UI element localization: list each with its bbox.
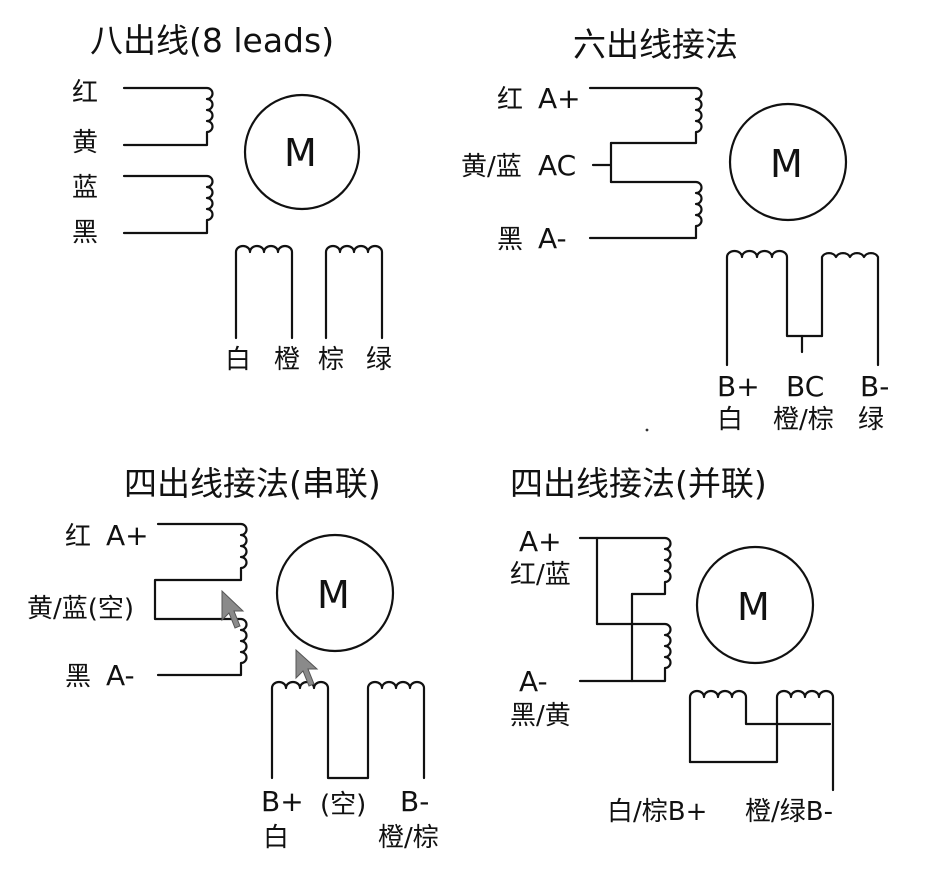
coil-b-1 bbox=[688, 689, 832, 764]
four-series-diagram bbox=[153, 522, 426, 780]
lead-label-orange-brown: 橙/棕 bbox=[773, 405, 834, 435]
coil-a2 bbox=[122, 174, 214, 235]
lead-label-green: 绿 bbox=[858, 405, 885, 435]
label-empty: (空) bbox=[320, 790, 367, 820]
signal-b-plus: B+ bbox=[717, 370, 760, 403]
speck-dot bbox=[645, 428, 649, 432]
four-parallel-diagram bbox=[578, 536, 835, 792]
motor-label: M bbox=[737, 585, 770, 629]
signal-a-plus: A+ bbox=[519, 525, 562, 558]
coil-a-top bbox=[153, 522, 248, 677]
cursor-arrow-icon bbox=[295, 648, 319, 687]
lead-label-brown: 棕 bbox=[318, 345, 345, 375]
lead-label-yellow-blue: 黄/蓝 bbox=[461, 152, 522, 182]
lead-label-orange: 橙 bbox=[274, 345, 301, 375]
coil-a-2 bbox=[578, 622, 672, 683]
ac-tap bbox=[591, 141, 613, 184]
signal-b-minus: B- bbox=[860, 370, 890, 403]
signal-a-minus: A- bbox=[519, 665, 548, 698]
lead-label-white: 白 bbox=[717, 405, 744, 435]
coil-a1 bbox=[122, 86, 214, 147]
motor-circle bbox=[275, 533, 395, 653]
lead-label-black: 黑 bbox=[65, 662, 92, 692]
signal-ac: AC bbox=[538, 149, 577, 182]
signal-a-minus: A- bbox=[106, 659, 135, 692]
signal-b-plus: B+ bbox=[261, 785, 304, 818]
six-lead-diagram bbox=[588, 86, 880, 367]
coil-b-right bbox=[820, 252, 880, 367]
lead-label-red-blue: 红/蓝 bbox=[510, 560, 571, 590]
lead-label-black-yellow: 黑/黄 bbox=[510, 701, 571, 731]
label-orange-green-b-minus: 橙/绿B- bbox=[745, 797, 833, 827]
cursor-arrow-icon bbox=[221, 589, 245, 629]
lead-label-black: 黑 bbox=[497, 225, 524, 255]
eight-lead-diagram bbox=[122, 86, 384, 340]
motor-circle bbox=[243, 93, 361, 211]
coil-a-bottom bbox=[588, 180, 703, 240]
lead-label-orange-brown: 橙/棕 bbox=[378, 823, 439, 853]
coil-b-series bbox=[270, 680, 426, 780]
signal-a-minus: A- bbox=[538, 222, 567, 255]
lead-label-yellow: 黄 bbox=[72, 128, 99, 158]
label-white-brown-b-plus: 白/棕B+ bbox=[607, 797, 708, 827]
four-series-title: 四出线接法(串联) bbox=[124, 464, 381, 503]
motor-circle bbox=[728, 102, 848, 222]
signal-b-minus: B- bbox=[400, 785, 430, 818]
b-parallel-link bbox=[688, 722, 779, 764]
lead-label-red: 红 bbox=[65, 522, 92, 552]
signal-bc: BC bbox=[786, 370, 825, 403]
coil-b-left bbox=[725, 249, 824, 367]
lead-label-green: 绿 bbox=[366, 345, 393, 375]
coil-a-top bbox=[588, 86, 703, 145]
coil-b2 bbox=[324, 244, 384, 340]
six-lead-title: 六出线接法 bbox=[573, 25, 738, 64]
lead-label-white: 白 bbox=[263, 823, 290, 853]
four-parallel-title: 四出线接法(并联) bbox=[510, 464, 767, 503]
lead-label-red: 红 bbox=[72, 78, 99, 108]
coil-b-2 bbox=[775, 689, 835, 792]
lead-label-blue: 蓝 bbox=[72, 173, 99, 203]
lead-label-white: 白 bbox=[225, 345, 252, 375]
motor-circle bbox=[695, 545, 815, 665]
lead-label-red: 红 bbox=[497, 85, 524, 115]
signal-a-plus: A+ bbox=[538, 82, 581, 115]
motor-label: M bbox=[317, 573, 350, 617]
signal-a-plus: A+ bbox=[106, 519, 149, 552]
motor-label: M bbox=[770, 142, 803, 186]
eight-lead-title: 八出线(8 leads) bbox=[90, 21, 335, 60]
coil-a-1 bbox=[578, 536, 672, 596]
a-parallel-links bbox=[595, 536, 634, 683]
coil-b1 bbox=[234, 244, 294, 340]
motor-label: M bbox=[284, 131, 317, 175]
lead-label-yellow-blue-empty: 黄/蓝(空) bbox=[27, 594, 135, 624]
lead-label-black: 黑 bbox=[72, 218, 99, 248]
